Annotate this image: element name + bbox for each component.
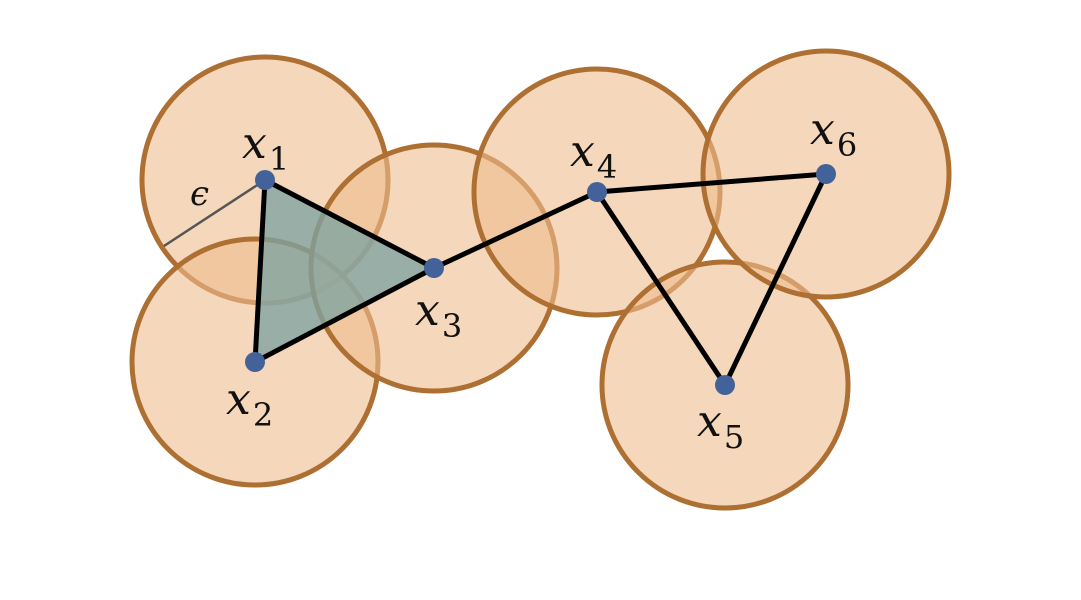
label-x5: x5 — [697, 396, 744, 456]
vertex-x5 — [715, 375, 735, 395]
label-x2: x2 — [226, 374, 273, 434]
simplex-x1-x2-x3 — [255, 180, 434, 362]
epsilon-label: ϵ — [190, 174, 209, 214]
label-x5-subscript: 5 — [724, 418, 744, 456]
vertex-x6 — [816, 164, 836, 184]
edge-x4-x5 — [594, 189, 728, 388]
edge-x1-x2 — [252, 177, 268, 365]
label-x2-base: x — [226, 374, 251, 425]
graph-edges — [252, 171, 829, 388]
vertex-x2 — [245, 352, 265, 372]
edge-x2-x3 — [252, 265, 437, 365]
label-x6: x6 — [810, 104, 857, 164]
label-x1: x1 — [242, 118, 289, 178]
filled-simplices — [255, 180, 434, 362]
label-x5-base: x — [697, 396, 722, 447]
label-x3-base: x — [415, 285, 440, 336]
label-x1-base: x — [242, 118, 267, 169]
label-x4: x4 — [570, 126, 617, 186]
vertex-x3 — [424, 258, 444, 278]
label-x6-base: x — [810, 104, 835, 155]
label-x1-subscript: 1 — [269, 140, 289, 178]
label-x4-base: x — [570, 126, 595, 177]
label-x4-subscript: 4 — [597, 148, 617, 186]
epsilon-radius-line — [163, 178, 266, 248]
label-x6-subscript: 6 — [837, 126, 857, 164]
label-x2-subscript: 2 — [253, 396, 273, 434]
graph-vertices — [245, 164, 836, 395]
label-x3: x3 — [415, 285, 462, 345]
edge-x5-x6 — [722, 171, 829, 388]
edge-x3-x4 — [431, 189, 600, 271]
vertex-x4 — [587, 182, 607, 202]
edge-x4-x6 — [594, 171, 829, 195]
edge-x1-x3 — [262, 177, 437, 271]
vertex-x1 — [255, 170, 275, 190]
label-x3-subscript: 3 — [442, 307, 462, 345]
